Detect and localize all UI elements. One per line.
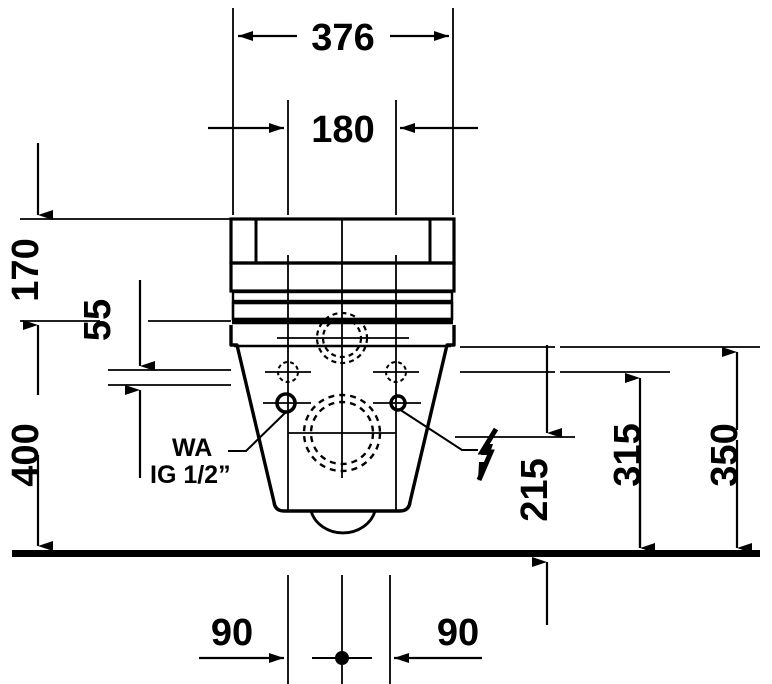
dimension-400-group: 400 xyxy=(5,423,53,551)
bowl-outline xyxy=(229,325,456,513)
dimension-350-group: 350 xyxy=(560,346,760,553)
dimension-label-315: 315 xyxy=(607,423,649,486)
floor-line xyxy=(12,550,760,557)
lightning-bolt-icon-stroke xyxy=(476,427,499,481)
dimension-215-group: 215 xyxy=(455,345,575,625)
leader-line-water-connection xyxy=(228,411,287,452)
dimension-180-group: 180 xyxy=(208,100,478,215)
dimension-label-90-left: 90 xyxy=(211,612,253,654)
body-centerline-group xyxy=(263,218,421,510)
dimension-label-90-right: 90 xyxy=(437,612,479,654)
dimension-label-350: 350 xyxy=(704,423,746,486)
dimension-376-group: 376 xyxy=(232,8,454,215)
dimension-170-group: 170 xyxy=(5,143,231,395)
dimension-90-group: 90 90 xyxy=(199,575,482,684)
leader-line-electrical-connection xyxy=(398,408,478,451)
dimension-315-group: 315 xyxy=(560,371,670,553)
electrical-connection-group xyxy=(398,408,499,481)
annotation-label-wa: WA xyxy=(172,434,212,462)
dimension-label-215: 215 xyxy=(514,458,556,521)
dimension-label-376: 376 xyxy=(311,17,374,59)
dimension-label-55: 55 xyxy=(77,299,119,341)
dimension-label-170: 170 xyxy=(5,238,47,301)
center-point-marker xyxy=(335,651,349,665)
dimension-55-group: 55 xyxy=(77,280,231,371)
dimension-400-inner-reference-group xyxy=(108,384,231,478)
dimension-label-400: 400 xyxy=(5,423,47,486)
annotation-label-ig: IG 1/2” xyxy=(150,461,231,489)
dimension-label-180: 180 xyxy=(311,109,374,151)
water-connection-annotation-group: WA IG 1/2” xyxy=(150,411,287,489)
bowl-outlet-arc xyxy=(309,510,377,535)
